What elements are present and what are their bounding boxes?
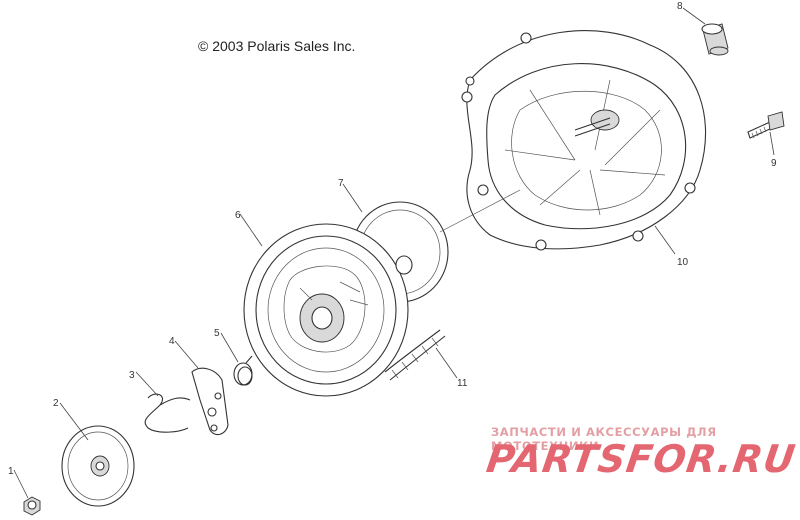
callout-5: 5 — [214, 328, 220, 339]
pawl-part-4 — [191, 367, 229, 436]
callout-2: 2 — [53, 398, 59, 409]
recoil-housing-part-10 — [461, 30, 707, 251]
watermark-logo: PARTSFOR.RU — [483, 437, 799, 481]
callout-labels: 1 2 3 4 5 6 7 8 9 10 11 — [8, 1, 777, 477]
cover-plate-part-2 — [61, 425, 135, 507]
bushing-part-8 — [701, 23, 729, 56]
callout-4: 4 — [169, 336, 175, 347]
axis-line — [439, 189, 521, 233]
leader-lines — [13, 7, 775, 499]
rope-pulley-part-6 — [243, 223, 413, 397]
callout-7: 7 — [338, 178, 344, 189]
callout-6: 6 — [235, 210, 241, 221]
bolt-part-9 — [747, 111, 785, 139]
callout-1: 1 — [8, 466, 14, 477]
copyright-notice: © 2003 Polaris Sales Inc. — [198, 38, 356, 54]
callout-3: 3 — [129, 370, 135, 381]
callout-10: 10 — [677, 257, 689, 268]
callout-9: 9 — [771, 158, 777, 169]
callout-8: 8 — [677, 1, 683, 12]
rope-part-11 — [384, 329, 446, 381]
nut-part-1 — [23, 496, 41, 516]
callout-11: 11 — [457, 378, 468, 389]
spring-part-5 — [233, 355, 253, 386]
clip-part-3 — [144, 393, 191, 433]
watermark-subtitle: ЗАПЧАСТИ И АКСЕССУАРЫ ДЛЯ МОТОТЕХНИКИ — [491, 425, 717, 453]
